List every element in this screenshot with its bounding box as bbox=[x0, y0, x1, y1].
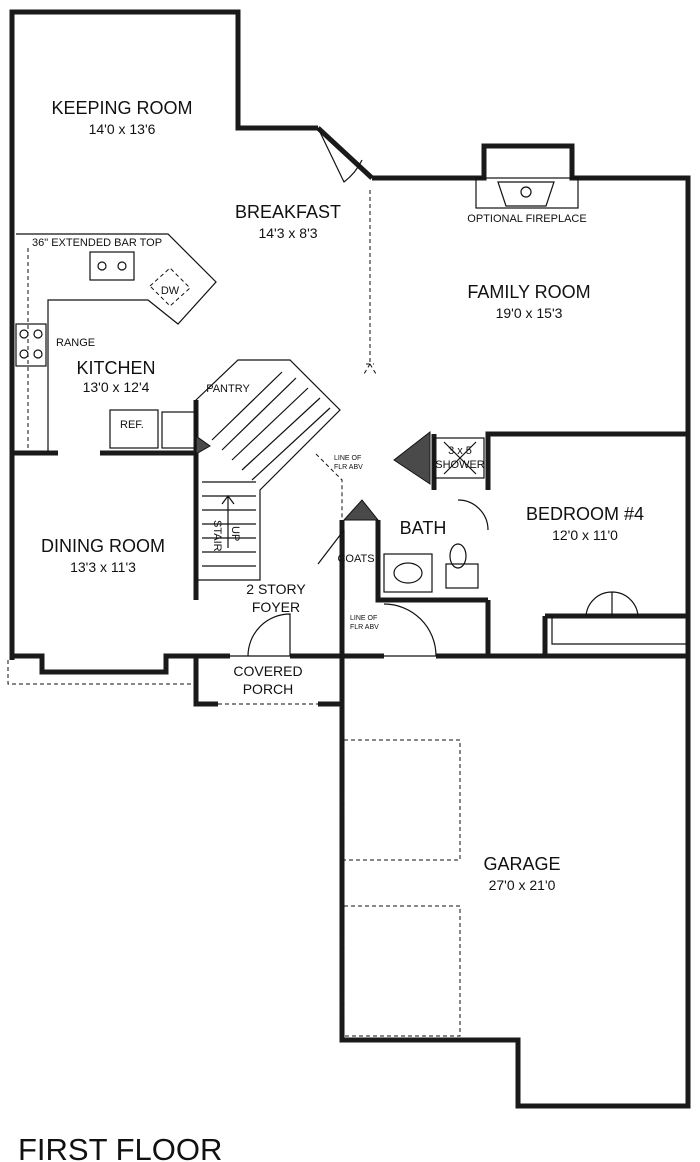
room-garage: GARAGE 27'0 x 21'0 bbox=[483, 854, 560, 893]
line-of-floor-label-1: LINE OF bbox=[334, 455, 361, 462]
room-dimensions: 27'0 x 21'0 bbox=[489, 877, 556, 893]
room-dimensions: 14'3 x 8'3 bbox=[258, 225, 317, 241]
room-name: DINING ROOM bbox=[41, 536, 165, 556]
kitchen-counter bbox=[15, 233, 217, 452]
room-name-line-2: PORCH bbox=[243, 681, 294, 697]
room-dimensions: 13'0 x 12'4 bbox=[83, 379, 150, 395]
fireplace-label: OPTIONAL FIREPLACE bbox=[467, 213, 586, 225]
room-bath: BATH bbox=[400, 518, 447, 538]
room-keeping: KEEPING ROOM 14'0 x 13'6 bbox=[51, 98, 192, 137]
range-label: RANGE bbox=[56, 337, 95, 349]
ref-label: REF. bbox=[120, 419, 144, 431]
room-name: BEDROOM #4 bbox=[526, 504, 644, 524]
line-of-floor-label-2b: FLR ABV bbox=[350, 624, 379, 631]
room-name: GARAGE bbox=[483, 854, 560, 874]
floor-title: FIRST FLOOR bbox=[18, 1132, 222, 1162]
line-of-floor-label-1b: FLR ABV bbox=[334, 464, 363, 471]
line-of-floor-label-2: LINE OF bbox=[350, 615, 377, 622]
coats-label: COATS bbox=[337, 553, 374, 565]
room-dimensions: 12'0 x 11'0 bbox=[552, 527, 618, 543]
room-kitchen: KITCHEN 13'0 x 12'4 bbox=[76, 358, 155, 395]
room-name-line-1: COVERED bbox=[233, 663, 302, 679]
bath-fixtures bbox=[317, 437, 489, 600]
up-label: UP bbox=[229, 526, 241, 541]
room-name-line-2: FOYER bbox=[252, 599, 300, 615]
room-dimensions: 13'3 x 11'3 bbox=[70, 559, 136, 575]
shower-label: SHOWER bbox=[435, 459, 485, 471]
room-dining: DINING ROOM 13'3 x 11'3 bbox=[41, 536, 165, 575]
room-dimensions: 14'0 x 13'6 bbox=[89, 121, 156, 137]
room-name: KEEPING ROOM bbox=[51, 98, 192, 118]
room-name: BREAKFAST bbox=[235, 202, 341, 222]
room-porch: COVERED PORCH bbox=[233, 663, 302, 697]
room-name: BATH bbox=[400, 518, 447, 538]
room-bedroom-4: BEDROOM #4 12'0 x 11'0 bbox=[526, 504, 644, 543]
room-breakfast: BREAKFAST 14'3 x 8'3 bbox=[235, 202, 341, 241]
room-name-line-1: 2 STORY bbox=[246, 581, 306, 597]
shower-size-label: 3 x 5 bbox=[448, 445, 472, 457]
room-family: FAMILY ROOM 19'0 x 15'3 bbox=[467, 282, 590, 321]
staircase bbox=[195, 359, 341, 581]
fireplace bbox=[475, 177, 579, 209]
room-dimensions: 19'0 x 15'3 bbox=[496, 305, 563, 321]
room-name: FAMILY ROOM bbox=[467, 282, 590, 302]
stair-label: STAIR bbox=[211, 520, 223, 552]
dishwasher-label: DW bbox=[161, 285, 180, 297]
bar-top-label: 36" EXTENDED BAR TOP bbox=[32, 237, 162, 249]
room-foyer: 2 STORY FOYER bbox=[246, 581, 306, 615]
room-name: KITCHEN bbox=[76, 358, 155, 378]
pantry-label: PANTRY bbox=[206, 383, 250, 395]
